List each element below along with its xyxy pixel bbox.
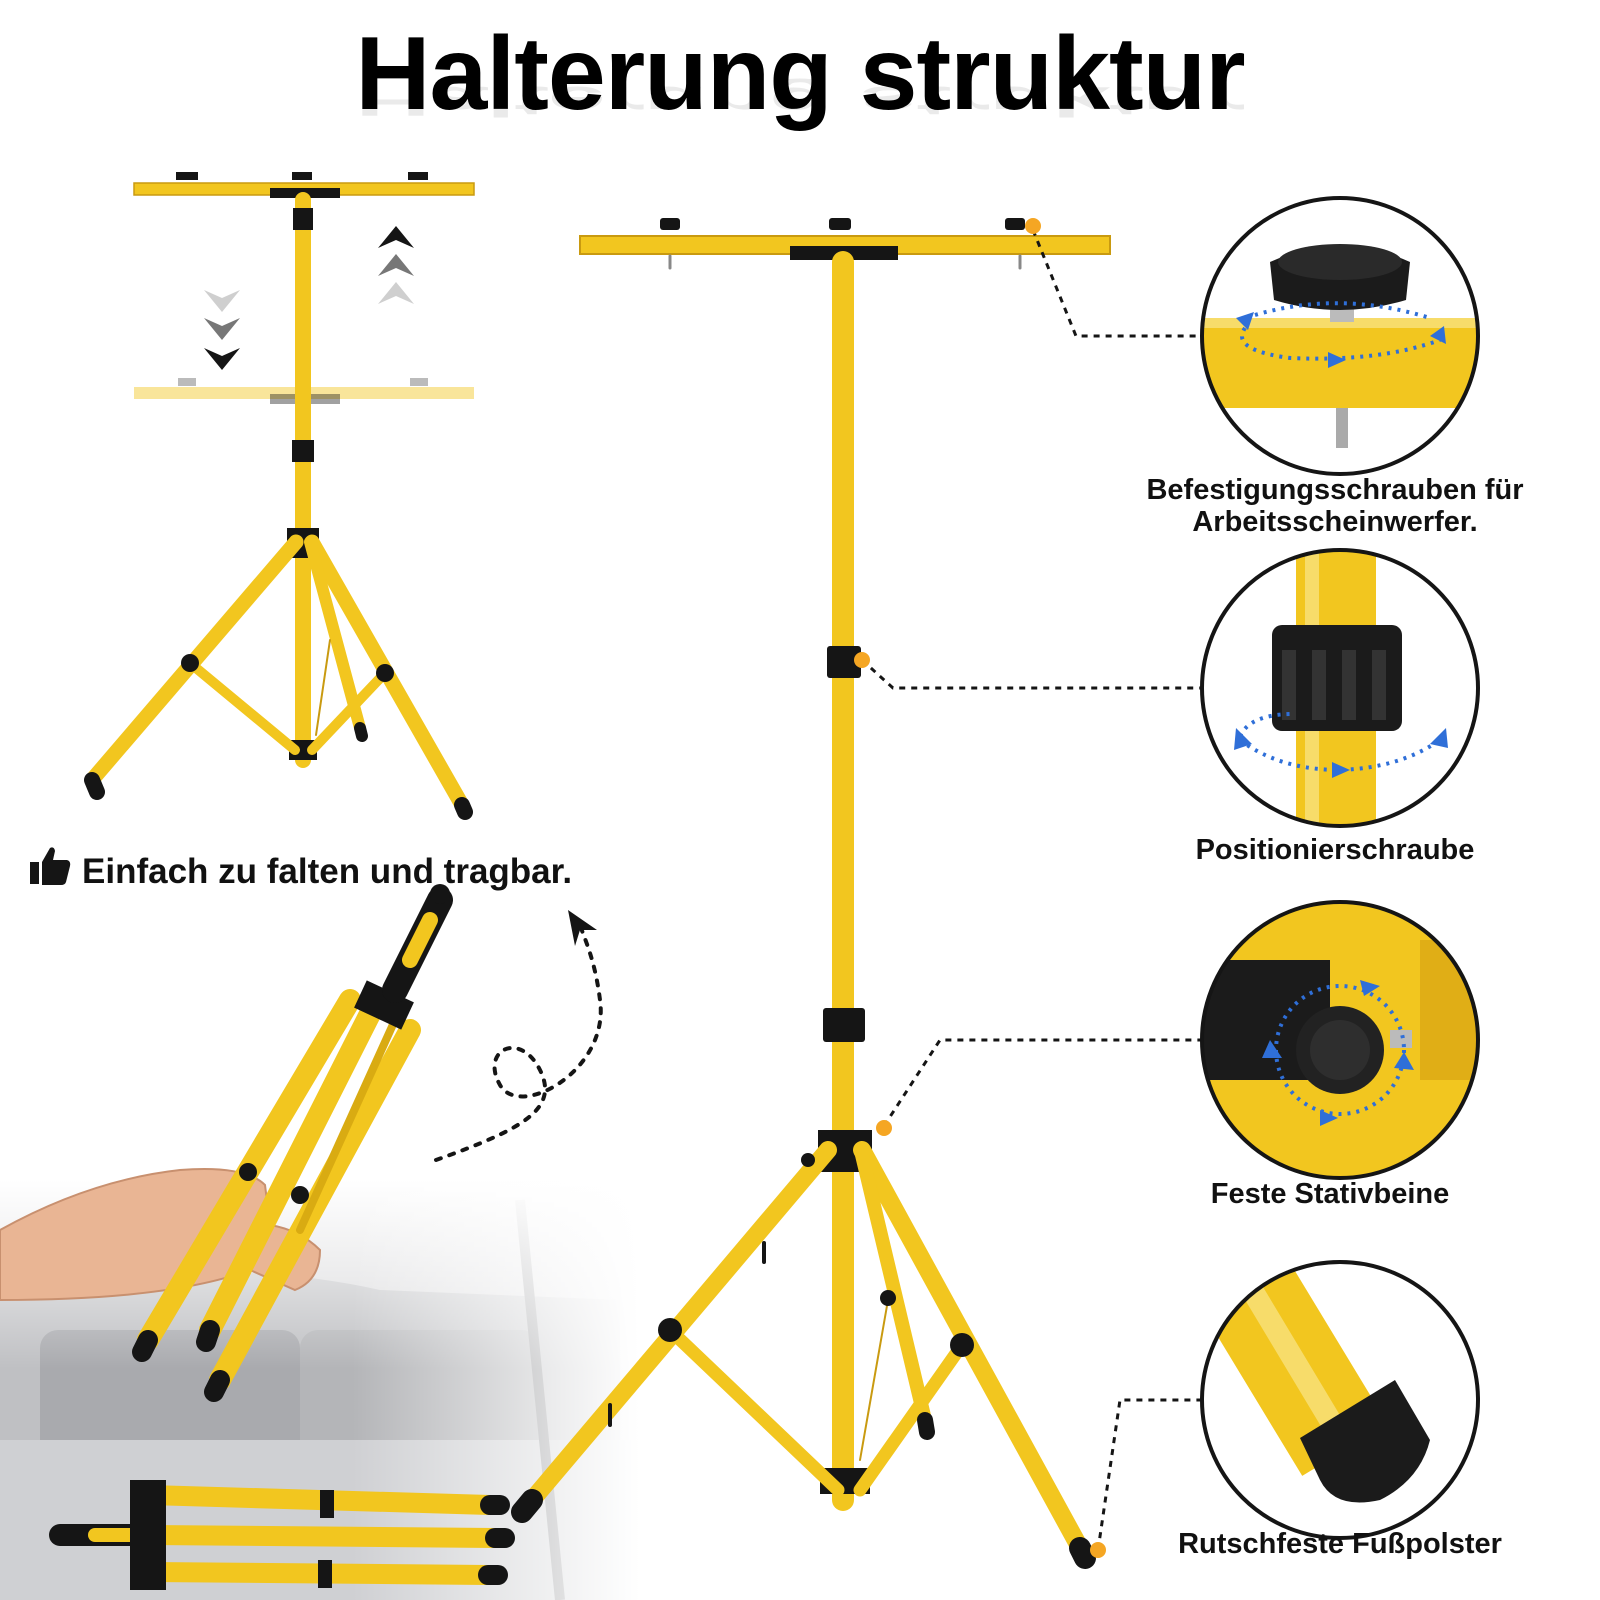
up-arrows-icon	[378, 226, 414, 304]
callout-fixed-legs: Feste Stativbeine	[1150, 1178, 1510, 1210]
page-title: Halterung struktur	[355, 16, 1245, 132]
callout-fixed-legs-line1: Feste Stativbeine	[1210, 1178, 1450, 1210]
callout-mounting-screws-line2: Arbeitsscheinwerfer.	[1192, 506, 1478, 539]
tagline-text: Einfach zu falten und tragbar.	[82, 852, 573, 891]
callout-mounting-screws: Befestigungsschrauben für Arbeitsscheinw…	[1120, 474, 1550, 539]
detail-mounting-screw	[1200, 196, 1480, 476]
down-arrows-icon	[204, 290, 240, 370]
callout-foot-pads: Rutschfeste Fußpolster	[1130, 1528, 1550, 1560]
detail-foot-pad	[1200, 1260, 1480, 1540]
callout-positioning-screw-line1: Positionierschraube	[1195, 834, 1475, 866]
detail-fixed-legs	[1200, 900, 1480, 1180]
callout-foot-pads-line1: Rutschfeste Fußpolster	[1178, 1528, 1502, 1560]
callout-positioning-screw: Positionierschraube	[1140, 834, 1530, 866]
thumbs-up-icon	[30, 847, 71, 885]
detail-positioning-screw	[1200, 548, 1480, 828]
callout-mounting-screws-line1: Befestigungsschrauben für	[1146, 474, 1524, 506]
